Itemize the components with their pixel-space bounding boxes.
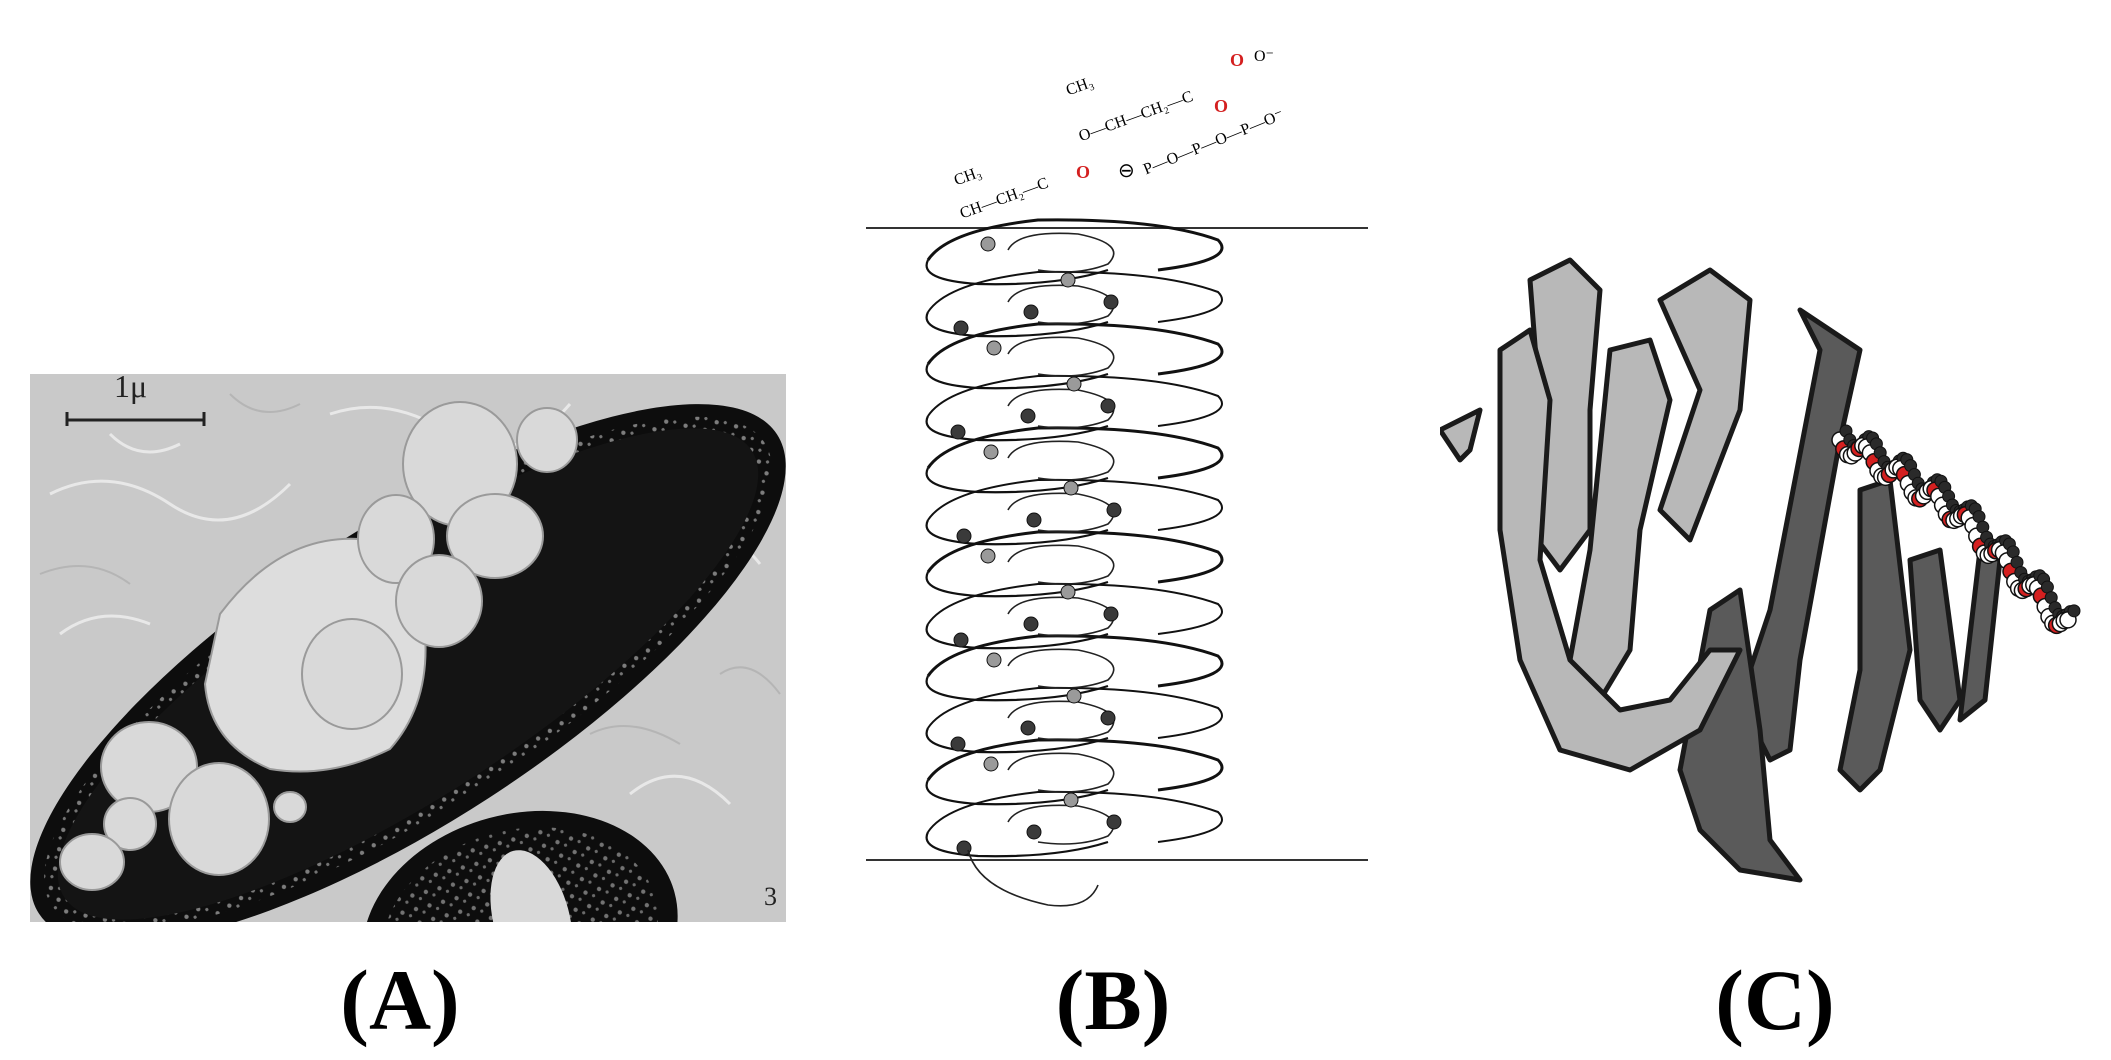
ion-bead (1063, 792, 1079, 808)
inner-helix-turn (1007, 232, 1115, 273)
ion-bead (1106, 814, 1122, 830)
ion-bead (950, 736, 966, 752)
caption-a: (A) (250, 950, 550, 1050)
caption-a-close: ) (431, 952, 460, 1048)
ion-bead (1063, 480, 1079, 496)
caption-b-open: ( (1055, 952, 1085, 1048)
scale-bar-label: 1μ (114, 368, 148, 404)
inner-helix-turn (1007, 492, 1115, 533)
ion-bead (1060, 584, 1076, 600)
ion-bead (1066, 376, 1082, 392)
ion-bead (1103, 606, 1119, 622)
o-red-right-label: O (1214, 96, 1229, 116)
helix-coil-back (925, 415, 1109, 442)
helix-coil-back (925, 311, 1109, 338)
ion-bead (983, 444, 999, 460)
ligand-atom (2067, 604, 2081, 618)
ion-bead (1100, 710, 1116, 726)
ion-bead (1066, 688, 1082, 704)
helix-coil-back (925, 779, 1109, 806)
ion-bead (956, 840, 972, 856)
inner-helix-turn (1007, 336, 1115, 377)
micrograph-image (30, 374, 786, 922)
ion-bead (1060, 272, 1076, 288)
ion-bead (986, 652, 1002, 668)
micrograph-panel: 1μ 3 (30, 368, 786, 922)
ion-bead (1103, 294, 1119, 310)
ion-bead (983, 756, 999, 772)
helix-coil-back (925, 831, 1109, 858)
helix-channel-diagram: CH₃ CH—CH₂—C O CH₃ O—CH—CH₂—C O O⁻ O ⊖ P… (858, 48, 1378, 918)
ion-bead (1100, 398, 1116, 414)
caption-b-close: ) (1141, 952, 1171, 1048)
ion-bead (1023, 304, 1039, 320)
ion-bead (950, 424, 966, 440)
o-red-top-label: O (1230, 50, 1245, 70)
ion-bead (1026, 512, 1042, 528)
helix-diagram (866, 218, 1368, 907)
caption-c-close: ) (1806, 952, 1835, 1048)
inner-helix-turn (1007, 284, 1115, 325)
helix-coil-back (925, 259, 1109, 286)
ion-bead (1106, 502, 1122, 518)
caption-a-open: ( (340, 952, 369, 1048)
ion-bead (1023, 616, 1039, 632)
inner-helix-turn (1007, 648, 1115, 689)
ion-bead (980, 548, 996, 564)
helix-coil (927, 686, 1223, 739)
inner-helix-turn (1007, 804, 1115, 845)
helix-coil (927, 478, 1223, 531)
helix-coil (926, 738, 1224, 792)
inner-helix-turn (1007, 596, 1115, 637)
ion-bead (986, 340, 1002, 356)
caption-b: (B) (963, 950, 1263, 1050)
inner-helix-turn (1007, 440, 1115, 481)
caption-c-open: ( (1715, 952, 1744, 1048)
helix-coil-back (925, 727, 1109, 754)
helix-coil-back (925, 467, 1109, 494)
ion-bead (1020, 408, 1036, 424)
helix-coil (927, 790, 1223, 843)
helix-coil (926, 530, 1224, 584)
ion-bead (1020, 720, 1036, 736)
helix-coil (926, 218, 1224, 272)
image-corner-label: 3 (764, 882, 777, 911)
o-red-left-label: O (1076, 162, 1091, 182)
scale-bar (65, 412, 206, 426)
caption-c: (C) (1625, 950, 1925, 1050)
caption-b-letter: B (1084, 952, 1142, 1048)
helix-coil (927, 582, 1223, 635)
helix-coil-back (925, 519, 1109, 546)
ion-bead (956, 528, 972, 544)
o-minus-label: O⁻ (1254, 48, 1274, 65)
ion-bead (953, 320, 969, 336)
helix-coil (926, 322, 1224, 376)
helix-coil (927, 270, 1223, 323)
caption-a-letter: A (368, 952, 432, 1048)
helix-coil-back (925, 571, 1109, 598)
ion-bead (953, 632, 969, 648)
inner-helix-turn (1007, 752, 1115, 793)
helix-coil (926, 426, 1224, 480)
protein-structure (1437, 257, 2081, 883)
inner-helix-turn (1007, 544, 1115, 585)
helix-coil-back (925, 623, 1109, 650)
helix-coil (926, 634, 1224, 688)
ion-bead (980, 236, 996, 252)
protein-ribbon-panel (1437, 230, 2090, 890)
charge-minus-icon: ⊖ (1118, 160, 1135, 182)
helix-coil (927, 374, 1223, 427)
ion-bead (1026, 824, 1042, 840)
caption-c-letter: C (1743, 952, 1807, 1048)
